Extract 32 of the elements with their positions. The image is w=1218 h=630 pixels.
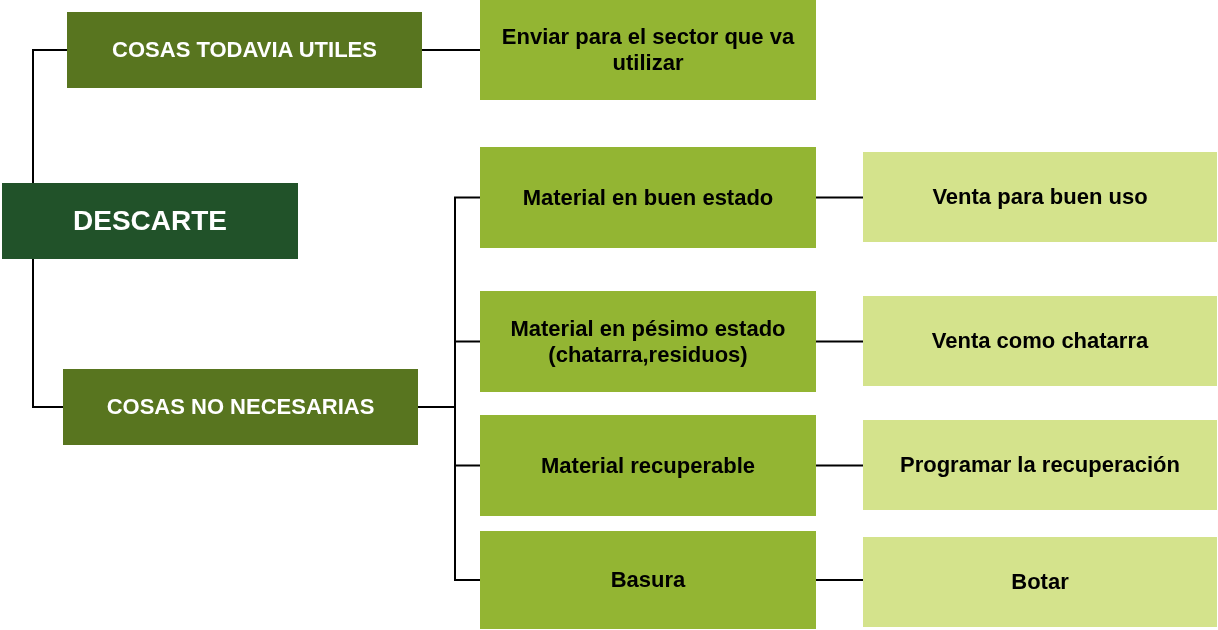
- node-label: COSAS TODAVIA UTILES: [112, 37, 377, 63]
- root-box: [2, 183, 298, 259]
- node-label: Enviar para el sector que va utilizar: [500, 24, 796, 76]
- material-box: [480, 531, 816, 629]
- connector-line: [421, 49, 481, 51]
- node-label: DESCARTE: [73, 205, 227, 237]
- connector-line: [417, 406, 481, 581]
- node-label: Venta como chatarra: [931, 328, 1149, 354]
- material-box: [480, 291, 816, 392]
- connector-line: [815, 464, 864, 467]
- material-box: [480, 0, 816, 100]
- node-label: Material recuperable: [541, 452, 755, 479]
- node-label: COSAS NO NECESARIAS: [106, 394, 375, 420]
- category-box: [63, 369, 418, 445]
- action-box: [863, 152, 1217, 242]
- connector-line: [815, 196, 864, 199]
- node-label: Material en pésimo estado (chatarra,residuos): [509, 315, 787, 368]
- connector-line: [815, 340, 864, 343]
- material-box: [480, 415, 816, 516]
- node-label: Botar: [1011, 569, 1069, 595]
- action-box: [863, 537, 1217, 627]
- node-label: Programar la recuperación: [900, 452, 1180, 478]
- material-box: [480, 147, 816, 248]
- connector-line: [32, 258, 64, 408]
- connector-line: [32, 49, 68, 184]
- node-label: Basura: [610, 567, 686, 593]
- node-label: Venta para buen uso: [932, 184, 1148, 210]
- action-box: [863, 420, 1217, 510]
- connector-line: [815, 579, 864, 581]
- action-box: [863, 296, 1217, 386]
- category-box: [67, 12, 422, 88]
- node-label: Material en buen estado: [522, 184, 774, 211]
